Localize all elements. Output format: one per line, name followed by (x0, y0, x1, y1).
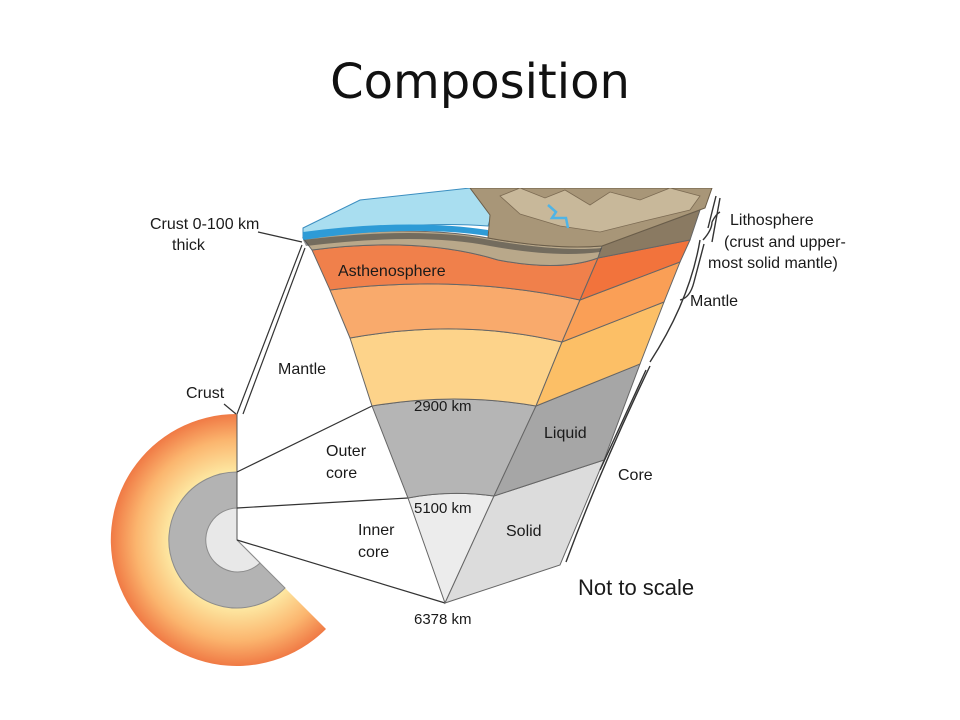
earth-cross-section (110, 413, 326, 666)
crust-thickness-label-2: thick (172, 237, 206, 254)
core-right-label: Core (618, 467, 653, 484)
mantle-left-label: Mantle (278, 361, 326, 378)
asthenosphere-label: Asthenosphere (338, 263, 446, 280)
mantle-right-label: Mantle (690, 293, 738, 310)
lithosphere-bracket (702, 195, 721, 243)
outer-core-label-2: core (326, 465, 357, 482)
connector-lines (236, 244, 446, 604)
slide-title: Composition (330, 54, 630, 110)
solid-label: Solid (506, 523, 542, 540)
mantle-bracket (649, 239, 705, 363)
ocean-water-band (303, 224, 488, 240)
depth-6378-label: 6378 km (414, 611, 472, 628)
crust-left-pointer (223, 403, 237, 415)
lithosphere-desc-1: (crust and upper- (724, 234, 846, 251)
liquid-label: Liquid (544, 425, 587, 442)
depth-2900-label: 2900 km (414, 398, 472, 415)
lithosphere-desc-2: most solid mantle) (708, 255, 838, 272)
wedge-lower-mantle-front (349, 328, 563, 407)
river (547, 204, 570, 229)
inner-core-ring (205, 507, 261, 573)
core-bracket (565, 365, 651, 563)
inner-core-label-2: core (358, 544, 389, 561)
depth-5100-label: 5100 km (414, 500, 472, 517)
outer-core-label: Outer (326, 443, 367, 460)
sediment-band (303, 233, 602, 254)
crust-pointer (257, 231, 303, 243)
mountains (499, 188, 701, 233)
not-to-scale-label: Not to scale (578, 575, 694, 600)
inner-core-label: Inner (358, 522, 395, 539)
crust-thickness-label: Crust 0-100 km (150, 216, 259, 233)
earth-wedge (302, 188, 713, 605)
brackets (565, 195, 721, 563)
lithosphere-label: Lithosphere (730, 212, 814, 229)
crust-left-label: Crust (186, 385, 225, 402)
